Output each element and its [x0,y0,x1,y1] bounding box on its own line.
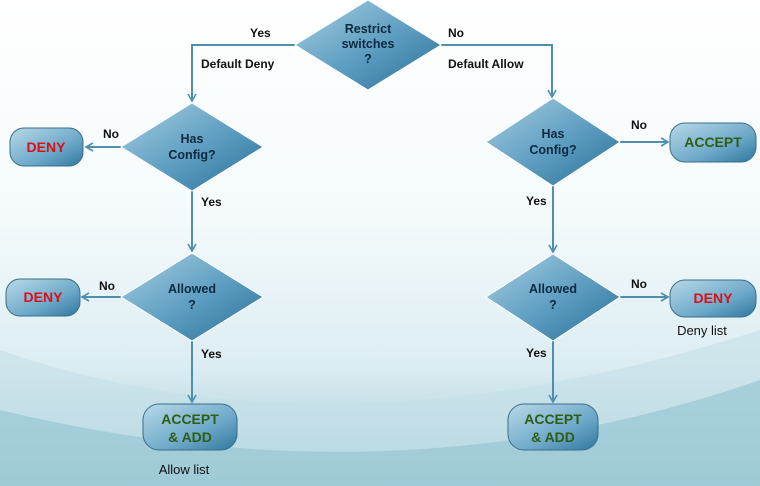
edge-label: No [631,277,647,291]
caption-deny-list: Deny list [677,323,727,338]
decision-right-allowed: Allowed ? [485,253,621,342]
decision-left-has-config: Has Config? [120,102,264,192]
svg-text:& ADD: & ADD [168,429,212,445]
caption-allow-list: Allow list [159,462,210,477]
edge-restrict-yes [187,44,295,103]
svg-text:Config?: Config? [168,148,215,162]
svg-text:& ADD: & ADD [531,429,575,445]
svg-text:DENY: DENY [27,139,67,155]
outcome-left-accept-add: ACCEPT & ADD [142,403,238,451]
outcome-right-deny: DENY [669,279,757,318]
decision-restrict-switches: Restrict switches ? [294,0,442,91]
edge-label: Yes [201,195,222,209]
svg-text:?: ? [549,298,557,312]
edge-label: Yes [526,194,547,208]
edge-label: Default Allow [448,57,524,71]
svg-text:DENY: DENY [24,289,64,305]
svg-text:ACCEPT: ACCEPT [524,411,582,427]
svg-text:Config?: Config? [529,143,576,157]
svg-text:ACCEPT: ACCEPT [161,411,219,427]
svg-text:Has: Has [542,127,565,141]
edge-label: Yes [201,347,222,361]
outcome-right-accept: ACCEPT [669,122,757,163]
background-wave [0,380,760,486]
edge-label: Default Deny [201,57,275,71]
edge-label: No [99,279,115,293]
edge-label: No [448,26,464,40]
svg-text:ACCEPT: ACCEPT [684,134,742,150]
edge-label: Yes [250,26,271,40]
svg-text:switches: switches [342,37,395,51]
svg-text:Has: Has [181,132,204,146]
edge-label: Yes [526,346,547,360]
decision-left-allowed: Allowed ? [120,252,264,342]
svg-text:Allowed: Allowed [168,282,216,296]
outcome-left-deny-2: DENY [5,278,81,317]
outcome-right-accept-add: ACCEPT & ADD [507,403,599,451]
edge-restrict-no [441,44,557,99]
svg-text:?: ? [188,298,196,312]
svg-text:DENY: DENY [694,290,734,306]
svg-text:Allowed: Allowed [529,282,577,296]
edge-label: No [631,118,647,132]
svg-text:Restrict: Restrict [345,22,392,36]
decision-right-has-config: Has Config? [485,97,621,187]
edge-label: No [103,127,119,141]
svg-text:?: ? [364,52,372,66]
outcome-left-deny-1: DENY [9,127,84,167]
